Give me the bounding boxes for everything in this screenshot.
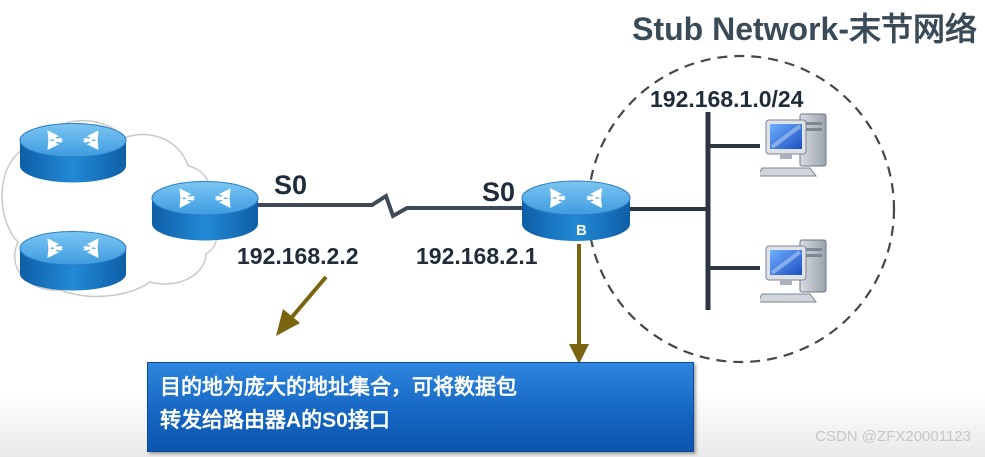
router-a-ip-label: 192.168.2.2 [237,243,359,269]
subnet-label: 192.168.1.0/24 [650,86,804,112]
router-icon [19,231,127,291]
arrow-down-icon [569,344,589,364]
router-a-s0-label: S0 [274,170,308,200]
callout-line-2: 转发给路由器A的S0接口 [160,409,390,432]
workstation-icon [760,112,828,178]
watermark: CSDN @ZFX20001123 [815,428,971,445]
router-a-icon [151,181,259,241]
cloud-outline [1,119,218,298]
router-b-name: B [576,222,587,239]
arrow-down-left-shaft [290,275,328,319]
router-icon [19,123,127,183]
page-title: Stub Network-末节网络 [632,11,977,47]
callout-line-1: 目的地为庞大的地址集合，可将数据包 [160,376,517,399]
arrow-down-left-icon [276,309,300,336]
explanation-callout: 目的地为庞大的地址集合，可将数据包 转发给路由器A的S0接口 [147,362,694,452]
serial-link [258,192,522,219]
workstation-icon [760,238,828,304]
router-b-s0-label: S0 [482,177,516,207]
router-b-ip-label: 192.168.2.1 [416,243,538,269]
